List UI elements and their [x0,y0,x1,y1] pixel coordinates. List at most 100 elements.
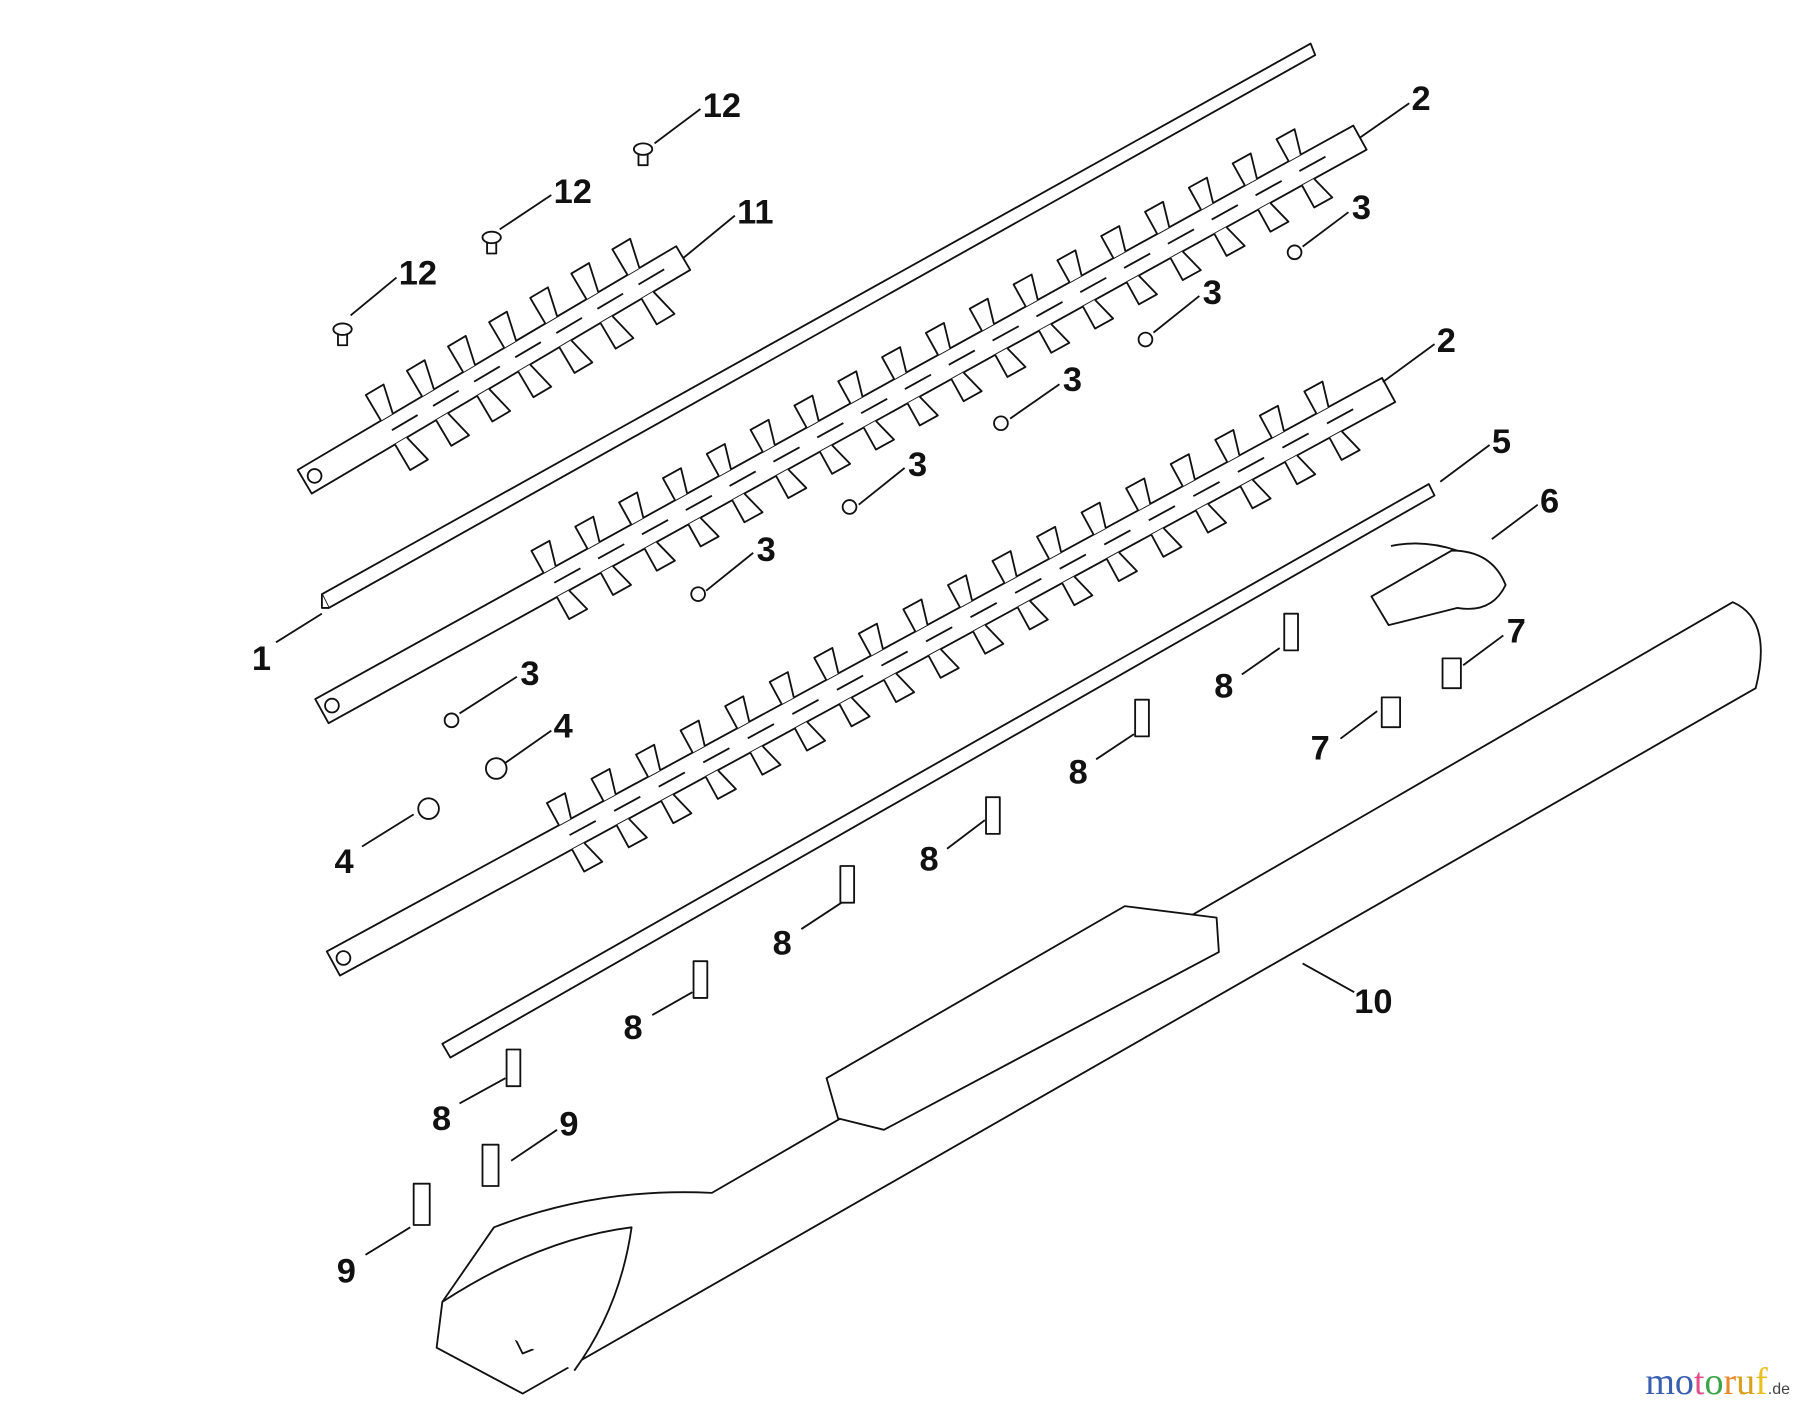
blade-tooth [813,646,840,681]
callout-11: 11 [737,194,773,232]
leader-line [459,1077,506,1105]
callout-8: 8 [624,1009,643,1047]
part-6-plate [1370,542,1507,627]
part-2-upper-blade [314,124,1368,725]
blade-slot [925,626,953,643]
blade-slot [1103,529,1131,546]
leader-line [800,901,843,930]
blade-hole [335,950,352,966]
blade-tooth [838,696,871,728]
blade-tooth [660,793,693,825]
leader-line [1462,634,1504,667]
callout-8: 8 [1069,753,1088,791]
blade-tooth [819,444,852,475]
blade-slot [1148,505,1176,522]
watermark-logo: motoruf.de [1645,1361,1790,1403]
blade-tooth [476,388,512,423]
callout-9: 9 [559,1106,578,1144]
blade-tooth [570,262,600,300]
part-3-nut [1286,244,1303,261]
blade-slot [613,795,641,812]
blade-tooth [1125,274,1158,306]
leader-line [361,813,415,848]
leader-line [1302,211,1350,248]
blade-tooth [704,769,737,800]
callout-8: 8 [919,841,938,879]
blade-tooth [679,719,706,754]
callout-12: 12 [703,87,741,125]
blade-tooth [1169,453,1196,487]
leader-line [1491,503,1539,540]
blade-tooth [946,574,973,608]
blade-tooth [571,842,604,873]
leader-line [651,991,693,1016]
blade-tooth [883,672,916,703]
leader-line [1152,295,1200,334]
part-9-screw [412,1182,431,1226]
callout-9: 9 [337,1252,356,1290]
part-4-nut [417,797,440,820]
blade-tooth [775,468,808,499]
blade-slot [1167,228,1195,245]
part-5-strip [441,483,1436,1059]
blade-tooth [517,363,553,399]
blade-tooth [924,322,952,356]
callout-8: 8 [773,924,792,962]
blade-slot [597,543,625,560]
part-8-screw [1283,612,1299,652]
blade-slot [553,567,581,584]
leader-line [682,214,736,259]
part-8-screw [839,865,856,904]
blade-slot [1298,155,1326,172]
blade-slot [555,317,583,334]
blade-tooth [972,624,1005,655]
blade-tooth [435,412,470,447]
blade-tooth [590,768,617,802]
blade-tooth [611,237,641,276]
part-3-nut [993,415,1009,432]
leader-line [349,276,398,317]
part-12-screw-head [332,322,353,336]
leader-line [1241,647,1281,676]
blade-tooth [1105,551,1138,582]
blade-slot [685,494,713,511]
blade-slot [1123,252,1151,269]
blade-tooth [1214,429,1241,463]
blade-slot [569,820,597,836]
blade-tooth [837,370,864,404]
blade-tooth [881,346,908,380]
part-11-blade-section [296,237,692,495]
blade-tooth [794,721,826,752]
blade-tooth [1080,501,1107,536]
leader-line [504,729,552,764]
callout-4: 4 [335,843,354,881]
blade-tooth [1100,225,1127,259]
blade-slot [791,699,819,715]
blade-tooth [364,383,394,422]
leader-line [1302,962,1355,993]
blade-tooth [635,743,662,778]
blade-tooth [1012,273,1039,308]
blade-tooth [968,297,995,332]
blade-tooth [991,550,1018,584]
blade-slot [881,650,909,667]
blade-slot [836,674,864,691]
blade-tooth [1036,525,1063,560]
blade-tooth [1038,323,1071,354]
blade-tooth [1301,178,1334,209]
blade-tooth [749,745,782,776]
blade-tooth [749,418,776,453]
blade-tooth [615,817,648,849]
part-7-screw [1380,696,1402,729]
leader-line [499,194,552,231]
blade-tooth [1213,226,1246,257]
callout-10: 10 [1354,983,1392,1021]
blade-slot [1282,432,1310,449]
blade-tooth [906,396,939,427]
blade-tooth [1082,299,1115,330]
leader-line [705,552,754,592]
blade-slot [1059,553,1087,570]
blade-slot [638,268,665,286]
blade-tooth [530,539,557,574]
blade-tooth [705,443,732,477]
